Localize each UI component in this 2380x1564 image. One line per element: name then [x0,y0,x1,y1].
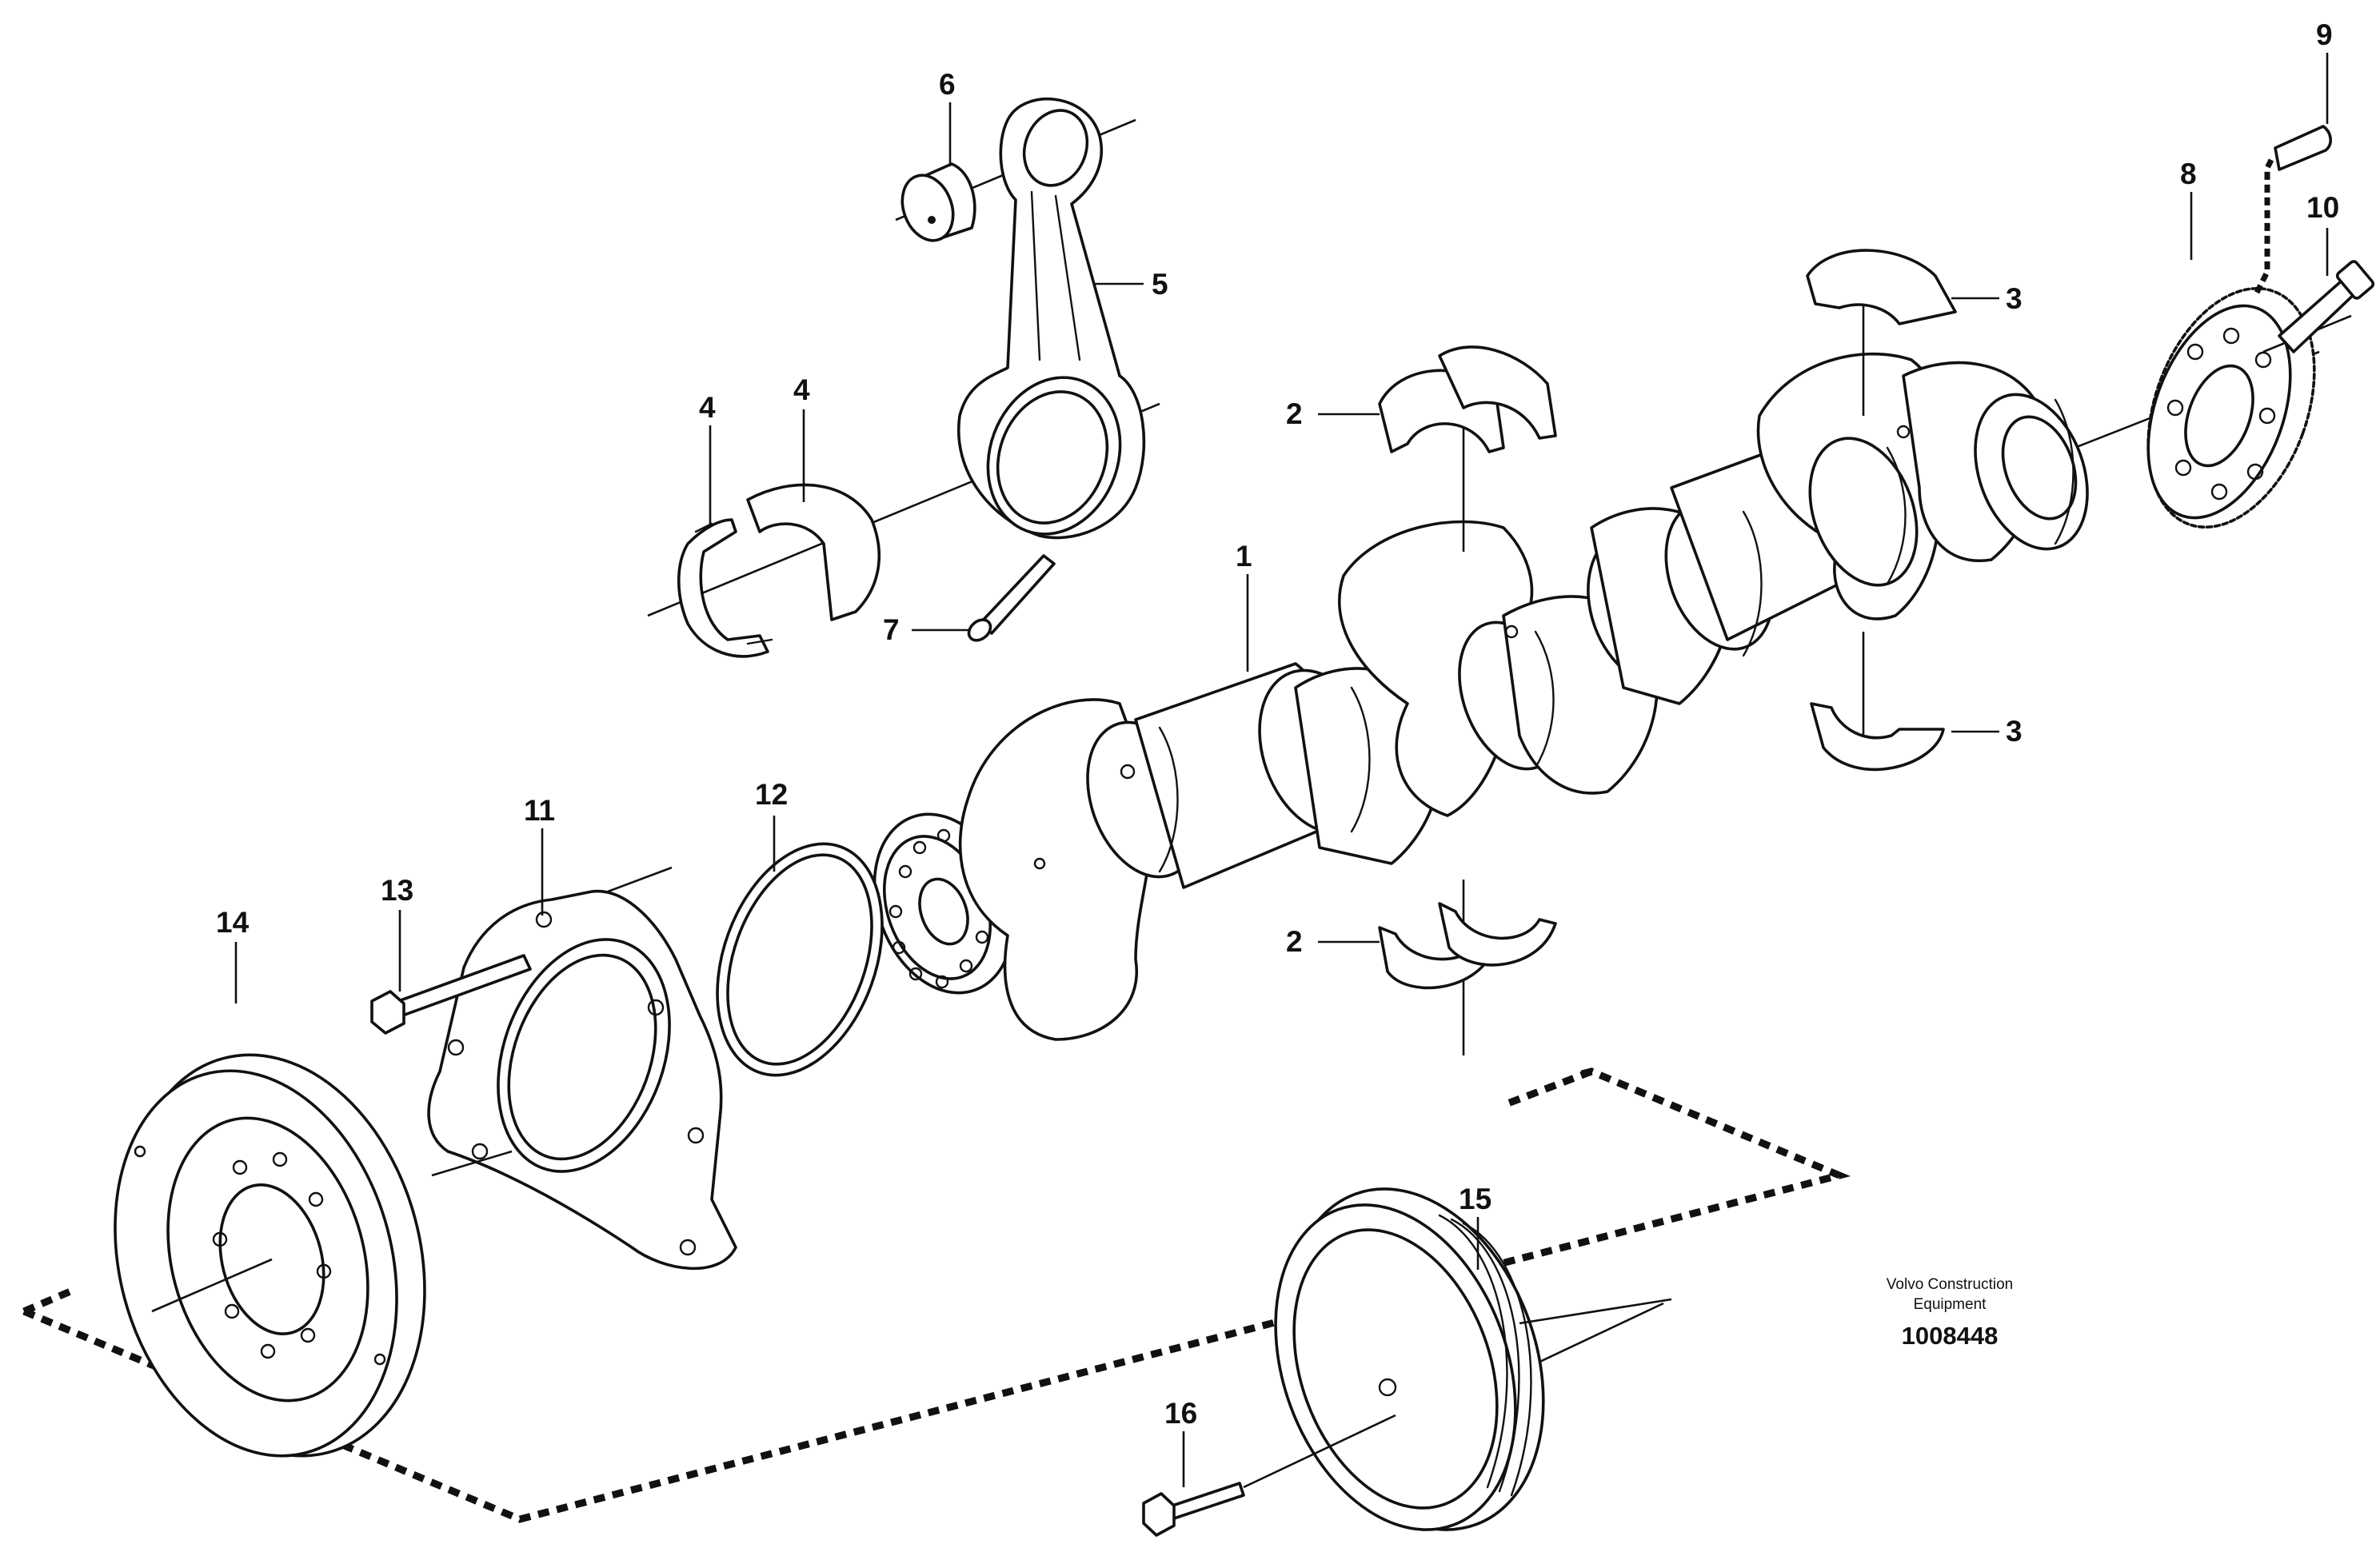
callout-9: 9 [2316,18,2333,51]
crankshaft-seal-housing [427,866,737,1271]
connecting-rod [647,97,1160,617]
callout-labels: 1 2 2 3 3 4 4 5 6 7 8 9 10 11 12 13 14 1… [216,18,2339,1430]
callout-8: 8 [2180,158,2197,190]
vibration-damper [114,1053,513,1458]
callout-12: 12 [755,778,788,811]
seal-housing-bolt [370,954,532,1035]
callout-3-upper: 3 [2006,282,2023,315]
caption-line-1: Volvo Construction [1887,1276,2013,1293]
callout-14: 14 [216,906,250,939]
callout-4-left: 4 [699,391,716,424]
main-bearing-shells [1378,249,1957,1055]
callout-4-right: 4 [793,373,810,406]
callout-13: 13 [381,874,413,907]
connecting-rod-bolt [967,554,1056,642]
callout-7: 7 [883,613,900,646]
caption-line-2: Equipment [1914,1296,1987,1313]
callout-11: 11 [524,794,555,827]
piston-pin-bushing [900,162,976,242]
big-end-bearing-shells [677,483,881,658]
publisher-caption: Volvo Construction Equipment 1008448 [1887,1276,2013,1350]
callout-15: 15 [1459,1183,1491,1215]
callout-2-upper: 2 [1286,397,1303,430]
pulley-bolt [1142,1414,1396,1537]
illustration-number: 1008448 [1902,1322,1999,1350]
seal-ring [716,842,884,1077]
crankshaft-pulley [1274,1187,1672,1531]
gear-bolt [2262,260,2375,353]
callout-10: 10 [2306,191,2339,224]
callout-5: 5 [1152,268,1168,301]
callout-6: 6 [939,68,956,101]
leader-lines [234,53,2329,1487]
callout-1: 1 [1236,540,1252,573]
callout-2-lower: 2 [1286,925,1303,958]
dowel-pin [2252,125,2332,297]
crankshaft [871,350,2320,1041]
callout-16: 16 [1164,1397,1197,1430]
assembly-dashed-box [22,1067,1851,1523]
callout-3-lower: 3 [2006,715,2023,748]
